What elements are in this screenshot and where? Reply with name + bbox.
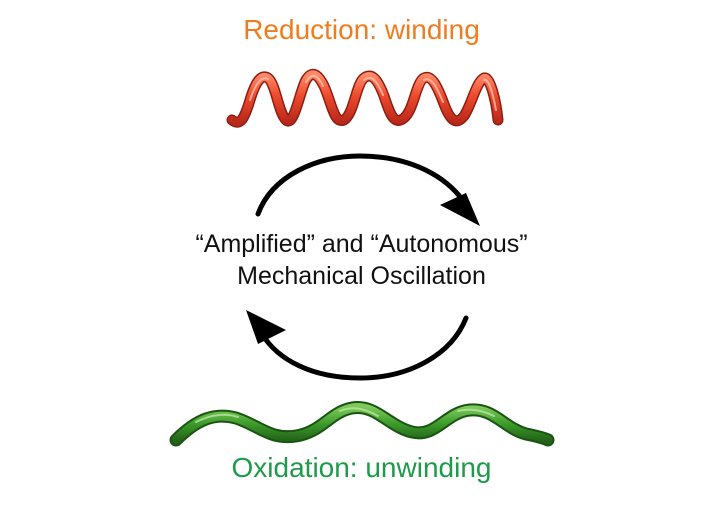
caption-line-2: Mechanical Oscillation: [237, 262, 486, 290]
caption-line-1: “Amplified” and “Autonomous”: [195, 230, 528, 258]
oxidized-helix: [169, 401, 555, 447]
reduction-label: Reduction: winding: [243, 14, 480, 45]
reverse-arrowhead-icon: [246, 310, 286, 344]
forward-arrow: [255, 153, 467, 217]
forward-arrowhead-icon: [440, 193, 480, 226]
cycle-arrows: [246, 153, 480, 381]
oscillation-caption: “Amplified” and “Autonomous” Mechanical …: [0, 228, 723, 292]
reverse-arrow: [259, 315, 469, 381]
oxidation-label: Oxidation: unwinding: [231, 452, 492, 483]
reduced-helix: [226, 68, 504, 128]
